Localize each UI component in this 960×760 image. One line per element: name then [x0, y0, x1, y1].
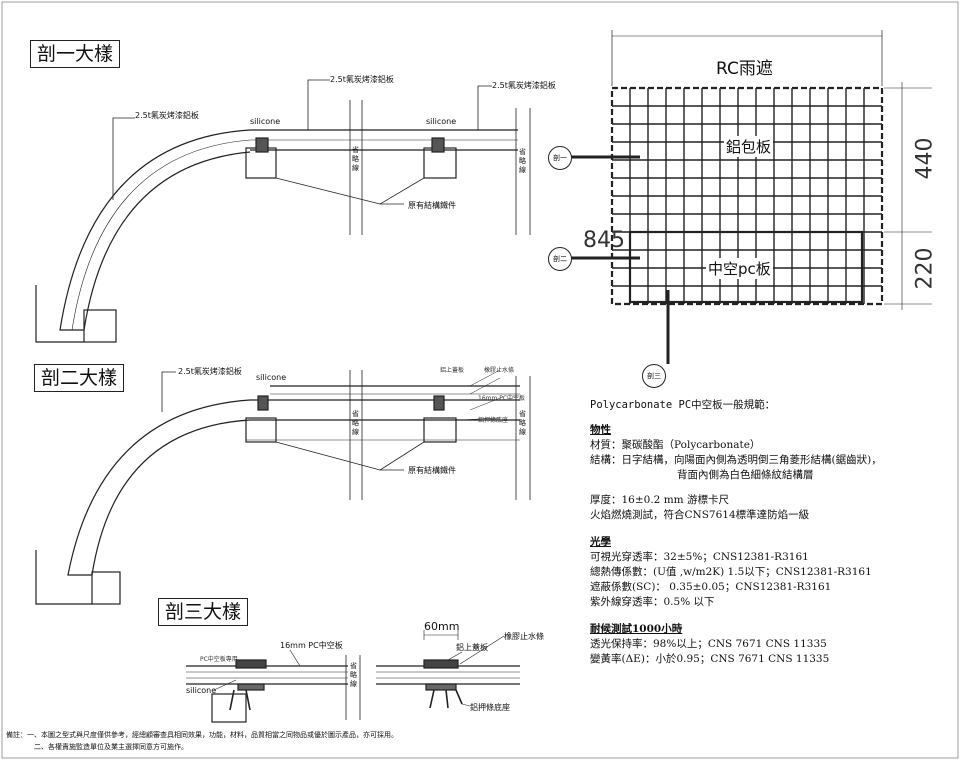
- section-mark-2: 剖二: [548, 247, 572, 271]
- spec-optical-title: 光學: [590, 536, 611, 548]
- spec-transmit: 可視光穿透率：32±5%；CNS12381-R3161: [590, 551, 809, 563]
- spec-retention: 透光保持率：98%以上；CNS 7671 CNS 11335: [590, 638, 827, 650]
- section1-drawing: [35, 79, 531, 343]
- pc-spec-block: Polycarbonate PC中空板一般規範： 物性 材質：聚碳酸酯（Poly…: [590, 398, 940, 667]
- label-omit-line: 省略線: [519, 410, 526, 436]
- section-mark-3: 剖三: [642, 364, 666, 388]
- label-existing-structure: 原有結構鐵件: [408, 201, 456, 210]
- note-line-1: 備註：一、本圖之型式與尺度僅供參考，經總顧審查具相同效果，功能，材料，品質相當之…: [6, 731, 398, 739]
- al-wrap-label: 鋁包板: [724, 136, 774, 157]
- dimension-440: 440: [912, 137, 938, 180]
- label-silicone: silicone: [250, 117, 281, 126]
- note-line-2: 二、各權責施監造單位及業主選擇同意方可施作。: [34, 743, 188, 751]
- spec-thickness: 厚度：16±0.2 mm 游標卡尺: [590, 494, 729, 506]
- label-tiny-cover: 鋁上蓋板: [440, 367, 465, 374]
- pc-panel-label: 中空pc板: [706, 258, 773, 279]
- label-rubber-strip: 橡膠止水條: [504, 632, 544, 641]
- label-omit-line: 省略線: [352, 410, 359, 436]
- label-tiny-rubber: 橡膠止水條: [484, 367, 515, 374]
- label-al-base: 鋁押條底座: [470, 703, 510, 712]
- label-silicone: silicone: [186, 686, 217, 695]
- section-mark-1: 剖一: [548, 146, 572, 170]
- spec-weather-title: 耐候測試1000小時: [590, 623, 683, 635]
- section3-drawing: [186, 630, 520, 723]
- dimension-845: 845: [583, 228, 625, 253]
- spec-heading: Polycarbonate PC中空板一般規範：: [590, 399, 776, 411]
- spec-physical-title: 物性: [590, 424, 611, 436]
- label-tiny-base: 鋁押條底座: [478, 417, 509, 424]
- label-al-plate: 2.5t氟炭烤漆鋁板: [492, 81, 556, 90]
- section3-title: 剖三大樣: [158, 598, 249, 626]
- label-omit-line: 省略線: [350, 662, 357, 688]
- label-al-cover: 鋁上蓋板: [456, 643, 488, 652]
- label-al-plate: 2.5t氟炭烤漆鋁板: [135, 111, 199, 120]
- label-omit-line: 省略線: [519, 148, 526, 174]
- label-60mm: 60mm: [424, 620, 460, 633]
- spec-uv: 紫外線穿透率：0.5% 以下: [590, 596, 715, 608]
- label-al-plate: 2.5t氟炭烤漆鋁板: [178, 367, 242, 376]
- elevation-drawing: [556, 30, 932, 364]
- spec-material: 材質：聚碳酸酯（Polycarbonate）: [590, 439, 761, 451]
- label-silicone: silicone: [426, 117, 457, 126]
- section1-title: 剖一大樣: [30, 40, 121, 68]
- spec-yellow: 變黃率(ΔE)：小於0.95；CNS 7671 CNS 11335: [590, 653, 830, 665]
- label-existing-structure: 原有結構鐵件: [408, 466, 456, 475]
- dimension-220: 220: [912, 247, 938, 290]
- spec-fire: 火焰燃燒測試，符合CNS7614標準達防焰一級: [590, 509, 810, 521]
- section2-title: 剖二大樣: [34, 364, 125, 392]
- rc-canopy-label: RC雨遮: [716, 59, 773, 79]
- label-tiny-pc: 16mm PC中空板: [478, 395, 526, 402]
- spec-structure: 結構：日字結構，向陽面內側為透明倒三角菱形結構(鋸齒狀)，: [590, 454, 882, 466]
- spec-heat: 總熱傳係數：(U值 ,w/m2K) 1.5以下；CNS12381-R3161: [590, 566, 872, 578]
- label-tiny-pc-special: PC中空板專用: [200, 656, 238, 663]
- label-pc-16mm: 16mm PC中空板: [280, 641, 343, 650]
- spec-structure-2: 背面內側為白色細條紋結構層: [677, 469, 814, 481]
- label-omit-line: 省略線: [352, 146, 359, 172]
- section2-drawing: [35, 369, 531, 605]
- spec-shading: 遮蔽係數(SC)： 0.35±0.05；CNS12381-R3161: [590, 581, 832, 593]
- label-al-plate: 2.5t氟炭烤漆鋁板: [330, 75, 394, 84]
- label-silicone: silicone: [256, 373, 287, 382]
